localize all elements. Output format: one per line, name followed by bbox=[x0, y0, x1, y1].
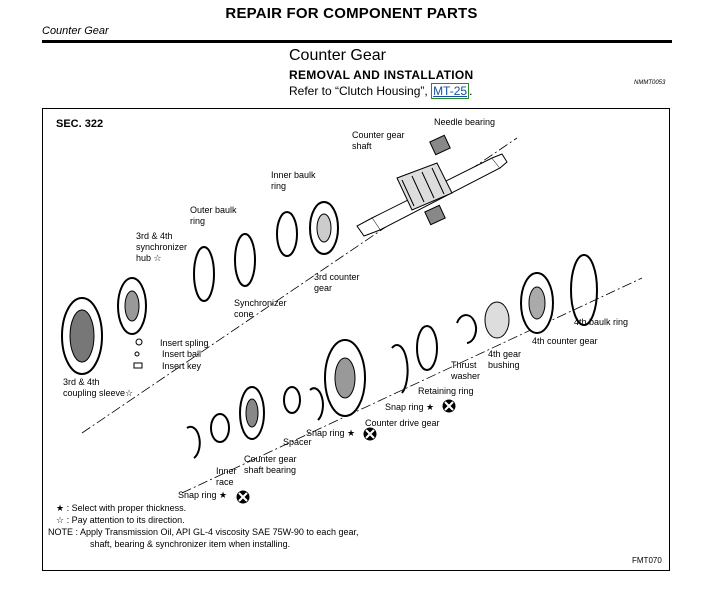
refer-text: Refer to “Clutch Housing”, MT-25. bbox=[289, 83, 473, 99]
inner-baulk-ring bbox=[276, 211, 298, 257]
sync-hub bbox=[117, 277, 147, 335]
fourth-baulk-ring bbox=[570, 254, 598, 326]
note-line-2: shaft, bearing & synchronizer item when … bbox=[90, 539, 291, 549]
insert-spring-part bbox=[135, 338, 143, 346]
page-subtitle: REMOVAL AND INSTALLATION bbox=[289, 68, 474, 82]
exploded-view-diagram bbox=[61, 134, 643, 504]
label-fourth-counter-gear: 4th counter gear bbox=[532, 336, 598, 346]
needle-bearing-lower bbox=[424, 204, 446, 226]
needle-bearing-upper bbox=[429, 134, 451, 156]
snap-ring-3 bbox=[186, 425, 201, 459]
label-snap-ring-3: Snap ring ★ bbox=[178, 490, 228, 500]
refer-suffix: . bbox=[469, 84, 473, 98]
section-name: Counter Gear bbox=[42, 25, 109, 37]
front-axis bbox=[181, 277, 643, 494]
fourth-gear-bushing bbox=[484, 301, 510, 339]
label-spacer: Spacer bbox=[283, 437, 312, 447]
refer-link[interactable]: MT-25 bbox=[431, 83, 470, 99]
page-title: Counter Gear bbox=[289, 47, 386, 64]
refer-prefix: Refer to “Clutch Housing”, bbox=[289, 84, 432, 98]
counter-drive-gear bbox=[324, 339, 366, 417]
section-code: SEC. 322 bbox=[56, 118, 104, 130]
no-reuse-icon-3 bbox=[236, 490, 250, 504]
synchronizer-cone bbox=[234, 233, 256, 287]
label-fourth-baulk-ring: 4th baulk ring bbox=[574, 317, 629, 327]
label-counter-drive-gear: Counter drive gear bbox=[365, 418, 440, 428]
label-snap-ring-2: Snap ring ★ bbox=[306, 428, 356, 438]
counter-gear-shaft-bearing bbox=[239, 386, 265, 440]
counter-gear-shaft-drawing bbox=[356, 153, 508, 237]
coupling-sleeve bbox=[61, 297, 103, 375]
label-needle-bearing: Needle bearing bbox=[434, 117, 496, 127]
thrust-washer bbox=[456, 314, 477, 344]
insert-ball-part bbox=[134, 351, 140, 357]
insert-key-part bbox=[133, 362, 143, 369]
fourth-counter-gear bbox=[520, 272, 554, 334]
label-insert-ball: Insert ball bbox=[162, 349, 202, 359]
note-star-black: ★ : Select with proper thickness. bbox=[56, 503, 187, 513]
label-insert-key: Insert key bbox=[162, 361, 202, 371]
snap-ring-1 bbox=[391, 344, 409, 394]
retaining-ring bbox=[416, 325, 438, 371]
label-retaining-ring: Retaining ring bbox=[418, 386, 474, 396]
note-line-1: NOTE : Apply Transmission Oil, API GL-4 … bbox=[48, 527, 359, 537]
outer-baulk-ring bbox=[193, 246, 215, 302]
snap-ring-2 bbox=[309, 387, 324, 421]
page-header: REPAIR FOR COMPONENT PARTS bbox=[225, 5, 478, 22]
third-counter-gear bbox=[309, 201, 339, 255]
figure-code: FMT070 bbox=[632, 556, 662, 565]
spacer bbox=[283, 386, 301, 414]
label-snap-ring-1: Snap ring ★ bbox=[385, 402, 435, 412]
no-reuse-icon-2 bbox=[363, 427, 377, 441]
inner-race bbox=[210, 413, 230, 443]
header-rule bbox=[42, 40, 672, 43]
no-reuse-icon-1 bbox=[442, 399, 456, 413]
diagram-frame bbox=[42, 108, 670, 571]
image-code: NMMT0053 bbox=[634, 80, 666, 86]
note-star-white: ☆ : Pay attention to its direction. bbox=[56, 515, 185, 525]
label-insert-spring: Insert spling bbox=[160, 338, 209, 348]
